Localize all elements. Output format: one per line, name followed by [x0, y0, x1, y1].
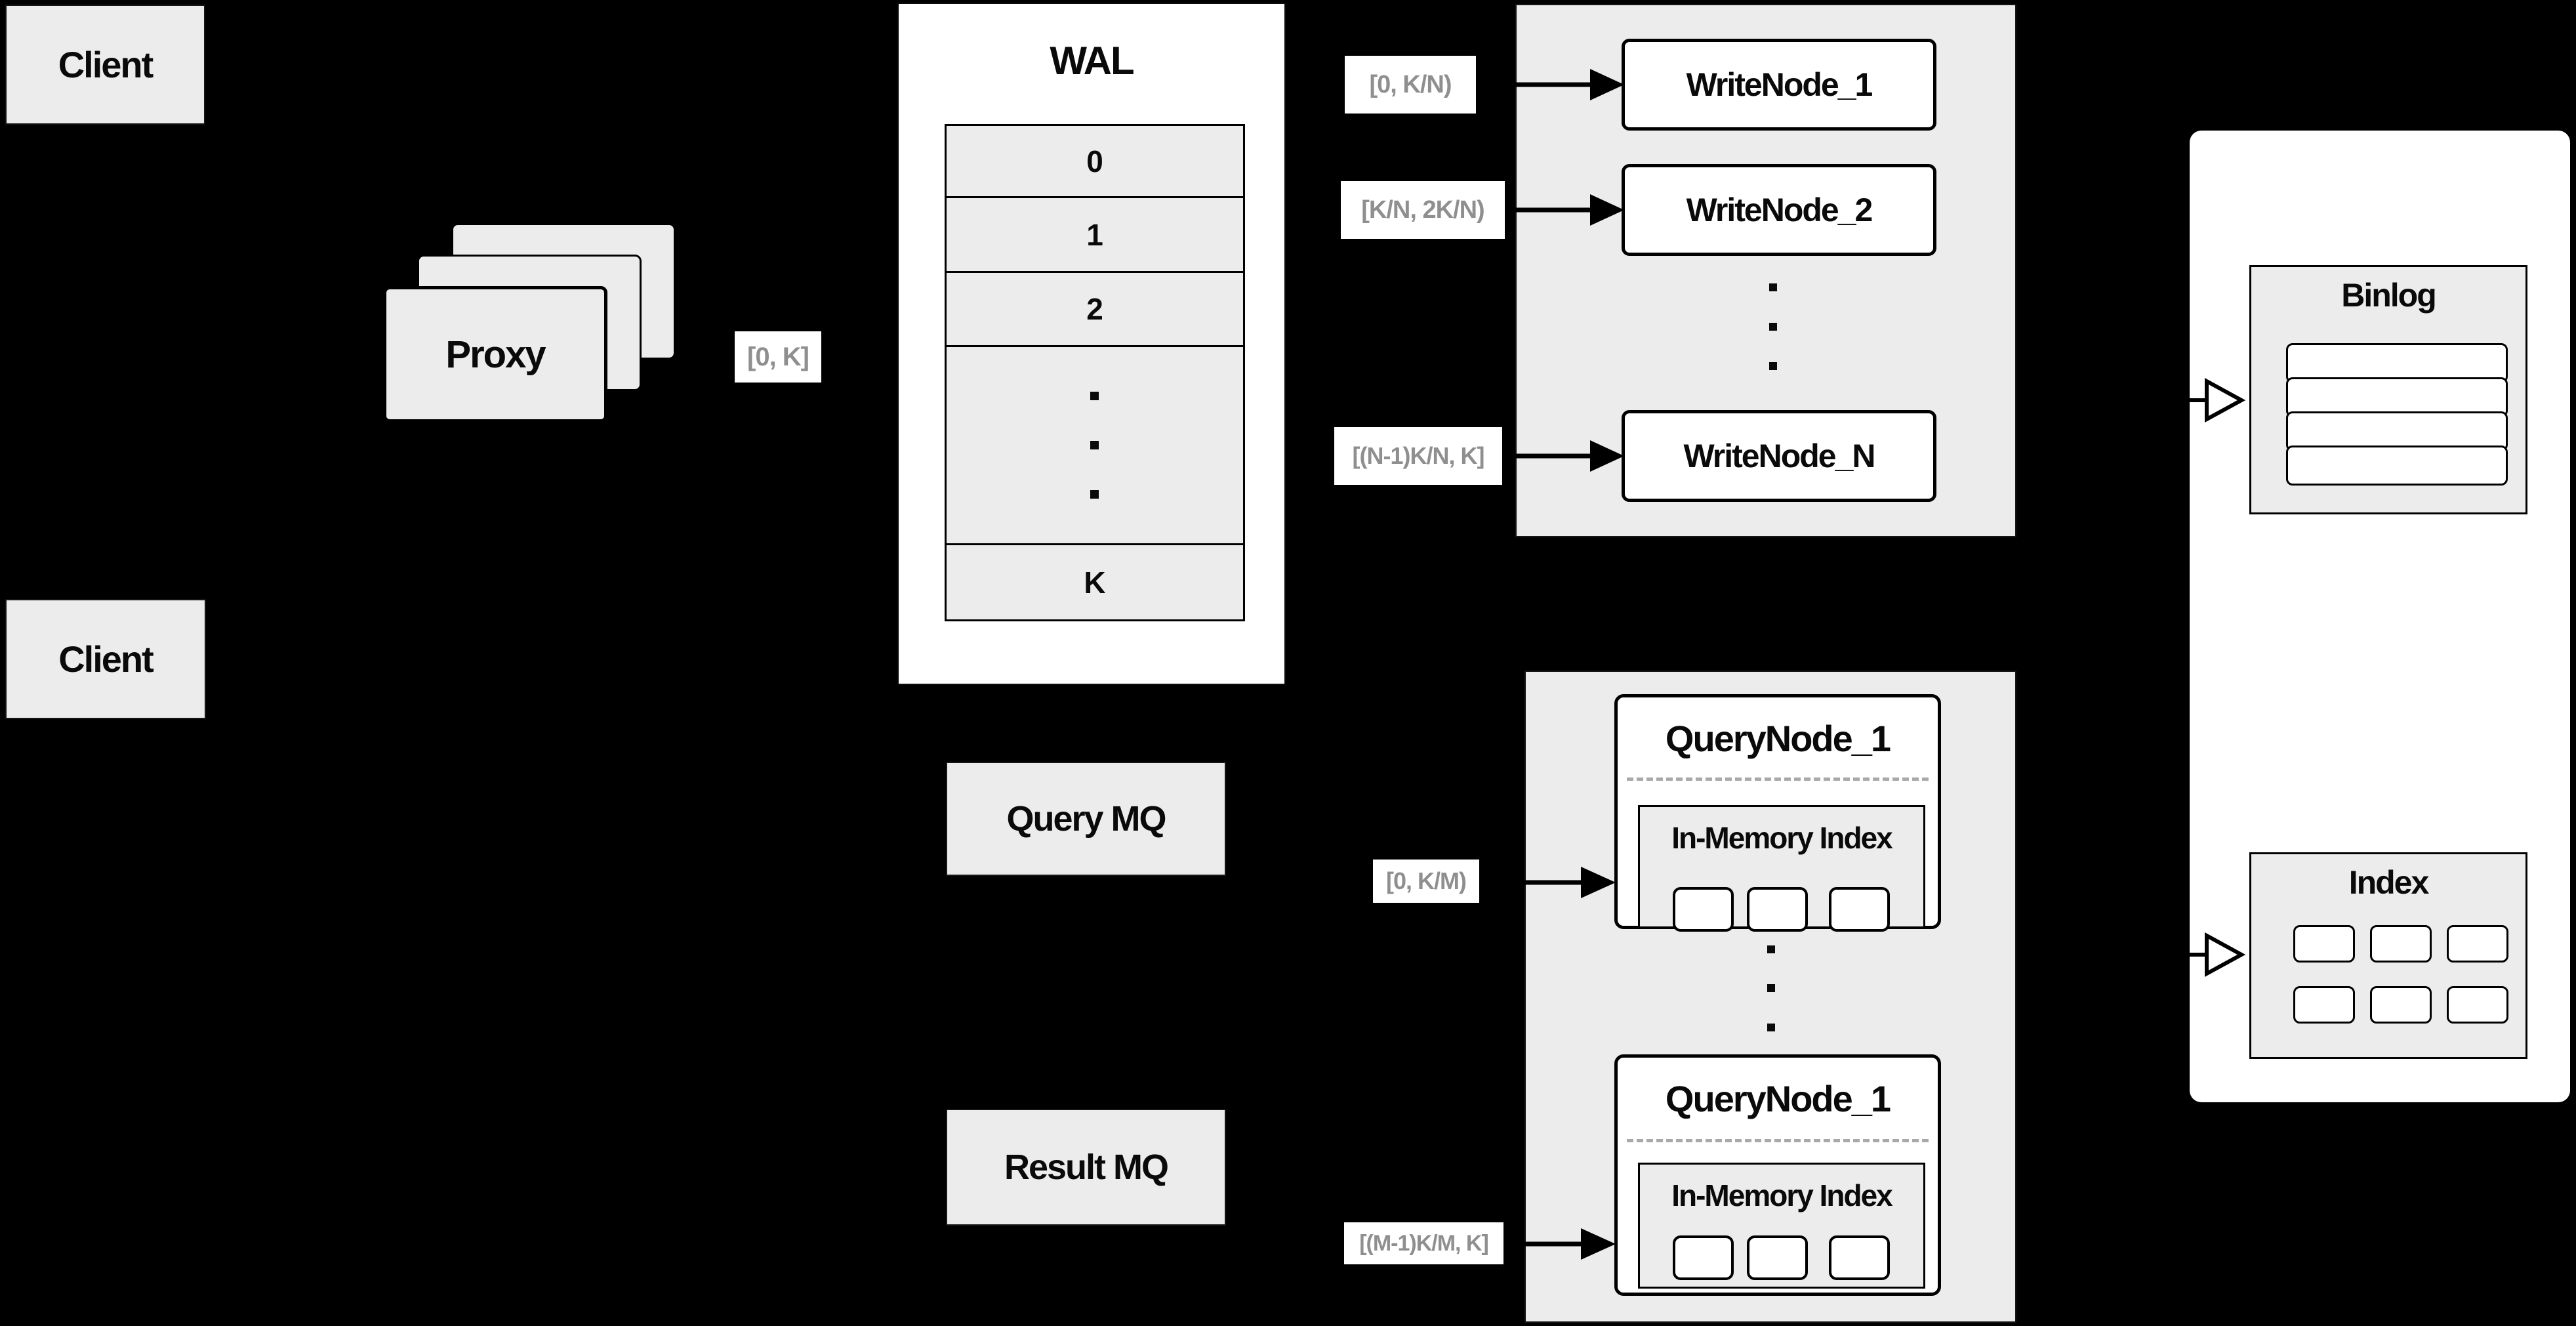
client-label: Client	[58, 44, 154, 85]
ellipsis-dot	[1767, 945, 1775, 953]
write-node-1: WriteNode_1	[1622, 39, 1936, 131]
index-segment	[2447, 986, 2508, 1024]
store-engine-box: Store Engine Binlog Index	[2190, 131, 2570, 1102]
client-box-bottom: Client	[5, 599, 206, 719]
binlog-segment	[2286, 445, 2508, 486]
query-node-title: QueryNode_1	[1665, 1078, 1891, 1119]
index-chip	[1829, 1235, 1890, 1280]
proxy-range-label: [0, K]	[735, 331, 821, 383]
write-range-label-1: [0, K/N)	[1345, 56, 1476, 114]
query-mq-box: Query MQ	[946, 762, 1226, 876]
index-chip	[1747, 887, 1808, 932]
index-chip	[1673, 887, 1734, 932]
index-chip	[1747, 1235, 1808, 1280]
ellipsis-dot	[1767, 1024, 1775, 1031]
client-label: Client	[58, 638, 154, 680]
binlog-segment	[2286, 411, 2508, 451]
binlog-box: Binlog	[2249, 265, 2527, 514]
wal-row-k: K	[945, 543, 1245, 621]
ellipsis-dot	[1769, 362, 1777, 370]
binlog-title: Binlog	[2341, 277, 2437, 314]
ellipsis-dot	[1769, 283, 1777, 291]
write-node-n: WriteNode_N	[1622, 410, 1936, 502]
wal-row-1: 1	[945, 196, 1245, 273]
wal-box: WAL 0 1 2 K	[897, 3, 1286, 685]
in-memory-index-title: In-Memory Index	[1671, 821, 1893, 855]
result-mq-box: Result MQ	[946, 1109, 1226, 1226]
index-segment	[2447, 925, 2508, 963]
write-node-n-label: WriteNode_N	[1683, 438, 1875, 474]
in-memory-index-title: In-Memory Index	[1671, 1178, 1893, 1212]
write-range-label-n: [(N-1)K/N, K]	[1334, 427, 1502, 485]
query-range-label-m: [(M-1)K/M, K]	[1344, 1222, 1503, 1264]
write-node-1-label: WriteNode_1	[1686, 66, 1873, 103]
query-node-bottom: QueryNode_1 In-Memory Index	[1614, 1054, 1941, 1296]
index-box: Index	[2249, 852, 2527, 1059]
ellipsis-dot	[1767, 984, 1775, 992]
ellipsis-dot	[1769, 323, 1777, 331]
binlog-segment	[2286, 343, 2508, 383]
dashed-separator	[1627, 777, 1929, 781]
ellipsis-dot	[1090, 441, 1099, 449]
write-node-2: WriteNode_2	[1622, 164, 1936, 256]
wal-row-0: 0	[945, 124, 1245, 198]
write-range-label-2: [K/N, 2K/N)	[1341, 181, 1505, 239]
client-box-top: Client	[5, 5, 205, 125]
ellipsis-dot	[1090, 490, 1099, 499]
index-segment	[2370, 925, 2432, 963]
proxy-label: Proxy	[445, 333, 546, 376]
index-segment	[2293, 986, 2355, 1024]
proxy-card-front: Proxy	[383, 286, 607, 423]
result-mq-label: Result MQ	[1004, 1148, 1169, 1187]
wal-title: WAL	[1050, 39, 1134, 83]
query-mq-label: Query MQ	[1006, 799, 1166, 839]
wal-row-2: 2	[945, 271, 1245, 347]
index-segment	[2370, 986, 2432, 1024]
query-node-top: QueryNode_1 In-Memory Index	[1614, 694, 1941, 932]
index-chip	[1673, 1235, 1734, 1280]
write-node-2-label: WriteNode_2	[1686, 192, 1873, 228]
index-segment	[2293, 925, 2355, 963]
query-range-label-1: [0, K/M)	[1373, 860, 1479, 903]
in-memory-index-box: In-Memory Index	[1638, 805, 1925, 932]
index-chip	[1829, 887, 1890, 932]
index-title: Index	[2348, 864, 2430, 901]
dashed-separator	[1627, 1139, 1929, 1142]
query-node-title: QueryNode_1	[1665, 718, 1891, 759]
wal-row-ellipsis	[945, 345, 1245, 545]
ellipsis-dot	[1090, 392, 1099, 400]
in-memory-index-box: In-Memory Index	[1638, 1163, 1925, 1289]
